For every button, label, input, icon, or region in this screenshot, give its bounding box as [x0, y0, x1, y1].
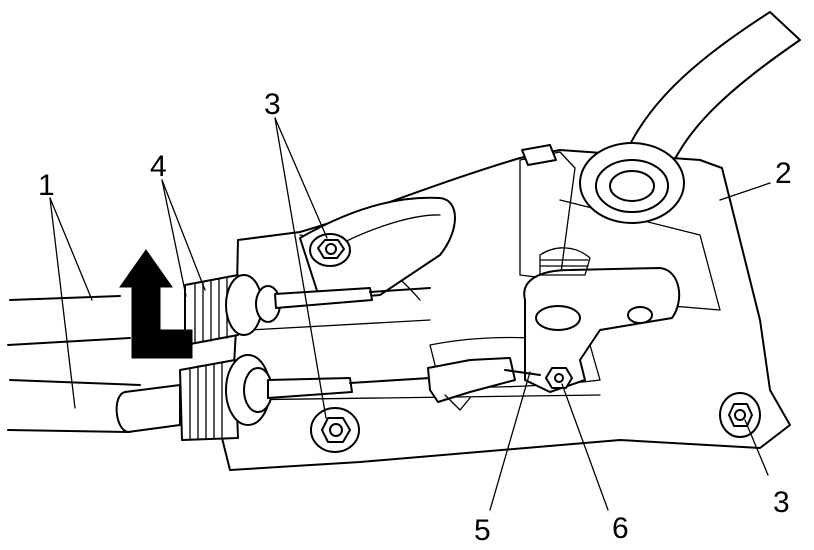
lower-cable-spring [189, 361, 223, 441]
upper-cable-spring [194, 277, 228, 344]
lever-pivot-nut [545, 367, 573, 389]
pull-direction-arrow [119, 249, 193, 359]
callout-5: 5 [474, 514, 491, 547]
callout-3-top: 3 [264, 88, 281, 121]
bolt-lower [310, 407, 360, 453]
upper-shift-cable [7, 274, 431, 346]
bolt-right [719, 392, 761, 438]
shifter-bracket-housing [219, 144, 791, 471]
callout-4: 4 [150, 150, 167, 183]
callout-6: 6 [612, 512, 629, 545]
bracket-upper-arm [299, 196, 456, 301]
callout-3-right: 3 [773, 486, 790, 519]
callout-1: 1 [38, 169, 55, 202]
bolt-upper [309, 233, 351, 267]
selector-lever [523, 247, 681, 393]
callout-leaders [49, 117, 771, 511]
lower-shift-cable [7, 354, 541, 441]
callout-2: 2 [775, 157, 792, 190]
lever-boot-ring [579, 142, 685, 224]
